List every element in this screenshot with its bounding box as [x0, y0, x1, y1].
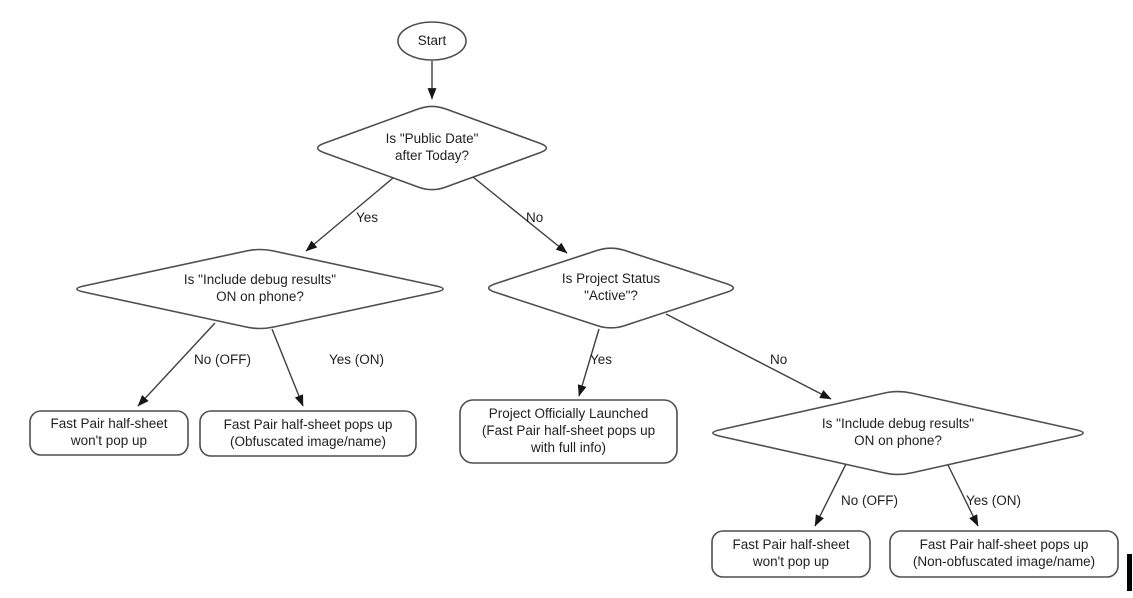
edge-label-debug-right-yes-on: Yes (ON) — [966, 493, 1022, 508]
edge-label-debug-left-yes-on: Yes (ON) — [329, 352, 385, 367]
edge-debug-right-no-off — [814, 463, 847, 527]
decision-debug-right-label: Is "Include debug results" ON on phone? — [821, 416, 975, 448]
start-node-label: Start — [417, 32, 447, 48]
edge-label-debug-right-no-off: No (OFF) — [841, 493, 898, 508]
decision-public-date-shape — [316, 105, 548, 191]
result-non-obfuscated-shape — [889, 530, 1119, 578]
edge-debug-right-yes-on — [947, 464, 979, 527]
decision-public-date-label: Is "Public Date" after Today? — [385, 131, 479, 163]
edge-label-project-status-no: No — [770, 352, 788, 367]
result-launched-shape — [459, 399, 678, 464]
edge-label-public-date-yes: Yes — [356, 210, 379, 225]
result-no-popup-left-label: Fast Pair half-sheet won't pop up — [50, 416, 168, 448]
edge-debug-left-no-off — [137, 322, 216, 407]
result-obfuscated-shape — [199, 410, 417, 457]
decision-debug-left-shape — [76, 248, 444, 330]
edge-label-debug-left-no-off: No (OFF) — [194, 352, 251, 367]
result-no-popup-right-shape — [711, 530, 871, 578]
result-no-popup-left-shape — [29, 410, 189, 456]
edge-label-project-status-yes: Yes — [590, 352, 613, 367]
decision-debug-left-label: Is "Include debug results" ON on phone? — [183, 272, 337, 304]
result-launched-label: Project Officially Launched (Fast Pair h… — [481, 406, 656, 455]
edge-project-status-no — [665, 313, 832, 400]
decision-project-status-label: Is Project Status "Active"? — [561, 271, 661, 303]
edge-label-public-date-no: No — [526, 210, 544, 225]
edge-project-status-yes — [577, 328, 600, 397]
decision-debug-right-shape — [712, 390, 1084, 476]
result-non-obfuscated-label: Fast Pair half-sheet pops up (Non-obfusc… — [912, 537, 1096, 569]
text-cursor-artifact — [1127, 554, 1132, 591]
start-node-shape — [397, 21, 467, 61]
flowchart-edges — [137, 61, 979, 527]
edge-debug-left-yes-on — [271, 328, 304, 407]
edge-public-date-no — [472, 176, 568, 254]
edge-public-date-yes — [305, 177, 394, 252]
result-obfuscated-label: Fast Pair half-sheet pops up (Obfuscated… — [223, 416, 393, 449]
result-no-popup-right-label: Fast Pair half-sheet won't pop up — [732, 537, 850, 569]
decision-project-status-shape — [487, 247, 735, 329]
